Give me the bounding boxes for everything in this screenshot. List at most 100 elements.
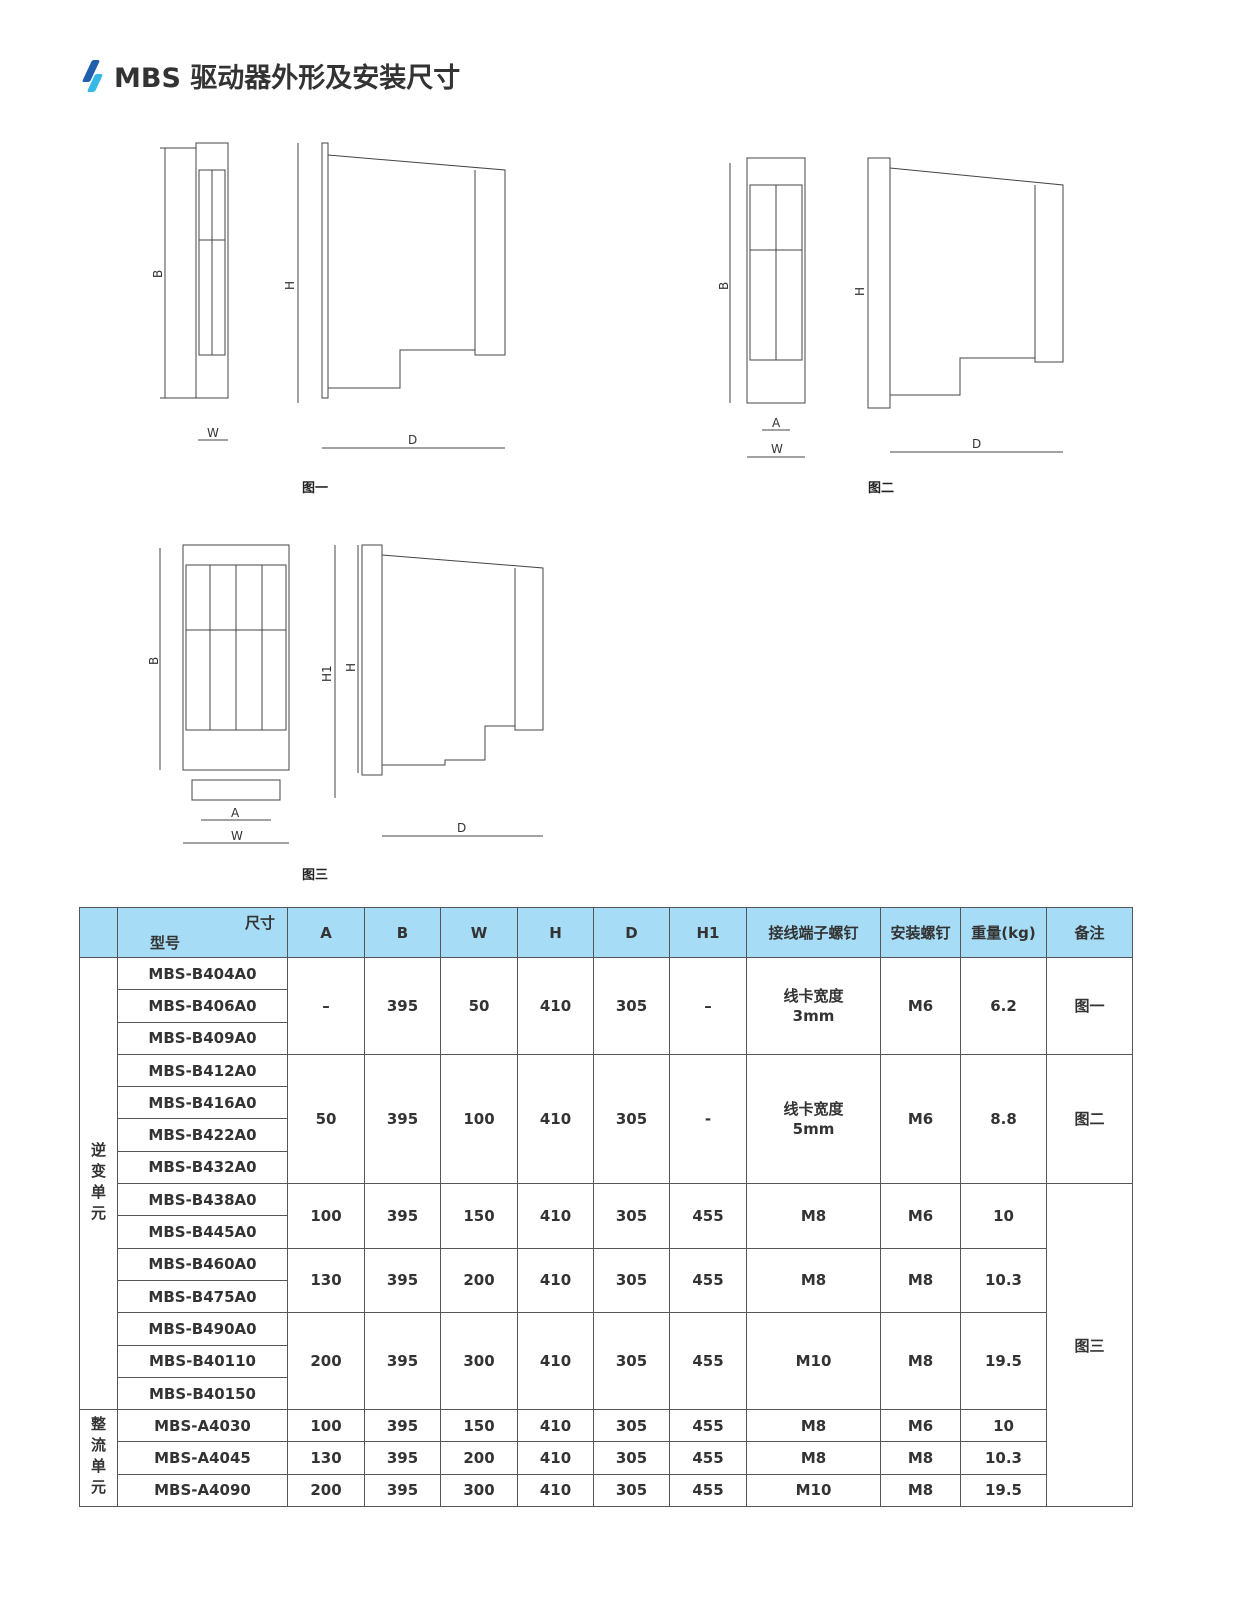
d-cell: 305 bbox=[593, 1247, 670, 1314]
terminal-screw-cell: 线卡宽度 3mm bbox=[746, 957, 881, 1055]
h1-cell: 455 bbox=[669, 1247, 747, 1314]
a-cell: 50 bbox=[287, 1053, 365, 1185]
table-row: MBS-B416A0 bbox=[80, 1086, 1133, 1120]
mount-screw-cell: M8 bbox=[880, 1473, 961, 1508]
h-cell: 410 bbox=[517, 957, 594, 1055]
figure-3: B H1 H A W D 图三 bbox=[147, 544, 544, 883]
table-row: MBS-B432A0 bbox=[80, 1150, 1133, 1185]
w-cell: 100 bbox=[440, 1053, 518, 1185]
terminal-screw-cell: 线卡宽度 5mm bbox=[746, 1053, 881, 1185]
weight-cell: 8.8 bbox=[960, 1053, 1047, 1185]
a-cell: 100 bbox=[287, 1409, 365, 1443]
h1-cell: 455 bbox=[669, 1441, 747, 1475]
d-cell: 305 bbox=[593, 1441, 670, 1475]
column-header: H bbox=[517, 907, 594, 958]
mount-screw-cell: M6 bbox=[880, 957, 961, 1055]
fig2-label-d: D bbox=[972, 437, 981, 451]
model-cell: MBS-B475A0 bbox=[117, 1279, 288, 1314]
mount-screw-cell: M6 bbox=[880, 1409, 961, 1443]
fig1-label-b: B bbox=[151, 270, 165, 278]
terminal-screw-cell: M8 bbox=[746, 1247, 881, 1314]
group-label: 逆变单元 bbox=[79, 956, 118, 1411]
b-cell: 395 bbox=[364, 1053, 441, 1185]
b-cell: 395 bbox=[364, 1473, 441, 1508]
model-cell: MBS-B445A0 bbox=[117, 1215, 288, 1249]
h-cell: 410 bbox=[517, 1183, 594, 1249]
b-cell: 395 bbox=[364, 957, 441, 1055]
model-cell: MBS-B404A0 bbox=[117, 956, 288, 991]
d-cell: 305 bbox=[593, 1183, 670, 1249]
terminal-screw-cell: M10 bbox=[746, 1473, 881, 1508]
w-cell: 150 bbox=[440, 1409, 518, 1443]
column-header: 接线端子螺钉 bbox=[746, 907, 881, 958]
model-cell: MBS-B460A0 bbox=[117, 1247, 288, 1281]
model-cell: MBS-B438A0 bbox=[117, 1183, 288, 1217]
a-cell: 130 bbox=[287, 1441, 365, 1475]
a-cell: 200 bbox=[287, 1312, 365, 1411]
column-header: 重量(kg) bbox=[960, 907, 1047, 958]
header-group-cell bbox=[79, 907, 118, 958]
h1-cell: 455 bbox=[669, 1312, 747, 1411]
fig1-label-w: W bbox=[207, 426, 219, 440]
column-header: 备注 bbox=[1046, 907, 1133, 958]
model-cell: MBS-B432A0 bbox=[117, 1150, 288, 1185]
model-cell: MBS-A4090 bbox=[117, 1473, 288, 1508]
terminal-screw-cell: M10 bbox=[746, 1312, 881, 1411]
terminal-screw-cell: M8 bbox=[746, 1409, 881, 1443]
w-cell: 200 bbox=[440, 1441, 518, 1475]
note-cell: 图二 bbox=[1046, 1053, 1133, 1185]
d-cell: 305 bbox=[593, 1053, 670, 1185]
column-header: 安装螺钉 bbox=[880, 907, 961, 958]
fig1-caption: 图一 bbox=[302, 481, 328, 496]
model-cell: MBS-B490A0 bbox=[117, 1312, 288, 1346]
model-cell: MBS-B412A0 bbox=[117, 1053, 288, 1088]
b-cell: 395 bbox=[364, 1247, 441, 1314]
weight-cell: 6.2 bbox=[960, 957, 1047, 1055]
model-cell: MBS-B416A0 bbox=[117, 1086, 288, 1120]
h1-cell: 455 bbox=[669, 1409, 747, 1443]
h-cell: 410 bbox=[517, 1247, 594, 1314]
b-cell: 395 bbox=[364, 1312, 441, 1411]
w-cell: 200 bbox=[440, 1247, 518, 1314]
a-cell: 130 bbox=[287, 1247, 365, 1314]
weight-cell: 19.5 bbox=[960, 1473, 1047, 1508]
note-cell: 图一 bbox=[1046, 957, 1133, 1055]
mount-screw-cell: M8 bbox=[880, 1312, 961, 1411]
d-cell: 305 bbox=[593, 1312, 670, 1411]
fig3-label-w: W bbox=[231, 829, 243, 843]
h-cell: 410 bbox=[517, 1053, 594, 1185]
page-title: MBS 驱动器外形及安装尺寸 bbox=[80, 56, 460, 95]
fig1-label-d: D bbox=[408, 433, 417, 447]
column-header: W bbox=[440, 907, 518, 958]
h1-cell: - bbox=[669, 1053, 747, 1185]
title-text: MBS 驱动器外形及安装尺寸 bbox=[114, 63, 461, 94]
figure-1: B H W D 图一 bbox=[151, 142, 506, 496]
fig3-label-h1: H1 bbox=[320, 665, 334, 682]
weight-cell: 10 bbox=[960, 1409, 1047, 1443]
fig2-label-h: H bbox=[853, 287, 867, 296]
table-row: MBS-B475A0 bbox=[80, 1279, 1133, 1314]
d-cell: 305 bbox=[593, 1473, 670, 1508]
figure-2: B H A W D 图二 bbox=[717, 157, 1064, 496]
fig3-label-d: D bbox=[457, 821, 466, 835]
fig2-caption: 图二 bbox=[868, 481, 894, 496]
fig3-label-b: B bbox=[147, 657, 161, 665]
h1-cell: – bbox=[669, 957, 747, 1055]
h-cell: 410 bbox=[517, 1473, 594, 1508]
model-cell: MBS-B422A0 bbox=[117, 1118, 288, 1152]
w-cell: 50 bbox=[440, 957, 518, 1055]
h1-cell: 455 bbox=[669, 1183, 747, 1249]
fig3-label-h: H bbox=[344, 663, 358, 672]
mount-screw-cell: M6 bbox=[880, 1183, 961, 1249]
model-cell: MBS-B40110 bbox=[117, 1344, 288, 1378]
b-cell: 395 bbox=[364, 1183, 441, 1249]
h-cell: 410 bbox=[517, 1441, 594, 1475]
terminal-screw-cell: M8 bbox=[746, 1183, 881, 1249]
